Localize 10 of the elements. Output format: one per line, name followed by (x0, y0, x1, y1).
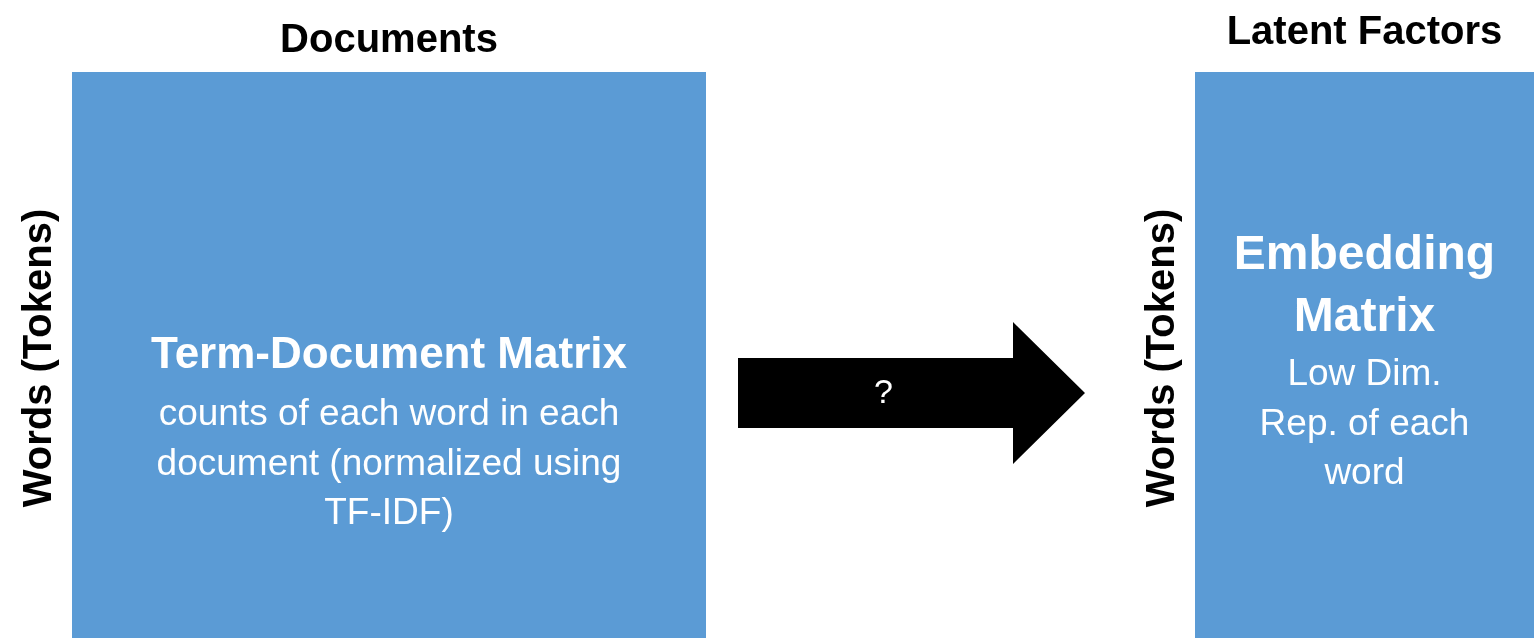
matrix-description: Low Dim. Rep. of each word (1258, 351, 1471, 495)
row-axis-label: Words (Tokens) (14, 207, 60, 510)
matrix-title: Embedding Matrix (1232, 225, 1497, 344)
edge-label: ? (873, 371, 894, 411)
row-axis-label: Words (Tokens) (1137, 207, 1183, 510)
column-heading: Latent Factors (1225, 8, 1504, 53)
matrix-title: Term-Document Matrix (150, 327, 628, 379)
column-heading: Documents (279, 16, 499, 61)
matrix-description: counts of each word in each document (normalized using TF-IDF) (155, 391, 623, 535)
block-arrow (738, 322, 1085, 464)
